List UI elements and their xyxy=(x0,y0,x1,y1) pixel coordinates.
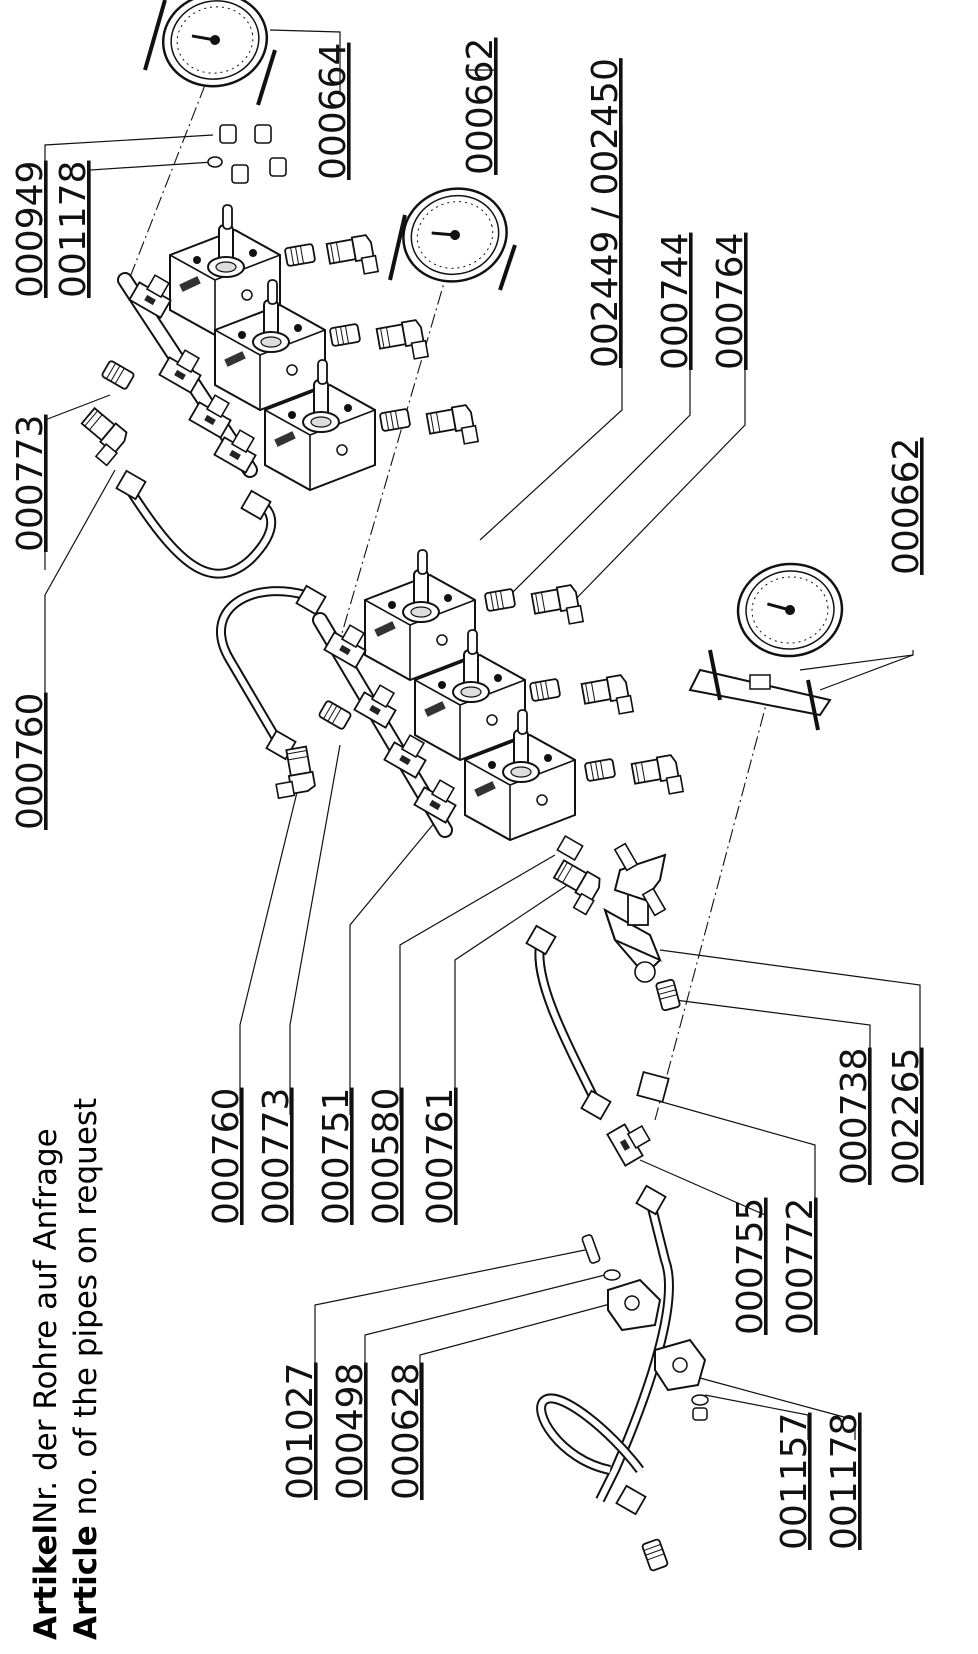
note-line-2: Article no. of the pipes on request xyxy=(68,1098,104,1640)
part-label-000662-right: 000662 xyxy=(886,438,927,575)
part-label-001178-top: 001178 xyxy=(53,161,94,298)
pipe-lower xyxy=(525,924,674,1573)
part-label-000664: 000664 xyxy=(313,43,354,180)
pressure-gauge-middle xyxy=(388,175,519,295)
part-label-000738: 000738 xyxy=(834,1048,875,1185)
pressure-gauge-lower xyxy=(688,558,848,731)
manifold-upper xyxy=(70,269,264,478)
screws-top xyxy=(207,124,287,184)
part-label-002449-002450: 002449 / 002450 xyxy=(585,58,626,368)
part-label-000755: 000755 xyxy=(730,1198,771,1335)
part-label-000744: 000744 xyxy=(655,233,696,370)
part-label-000949: 000949 xyxy=(10,161,51,298)
part-label-002265: 002265 xyxy=(886,1048,927,1185)
part-label-000761: 000761 xyxy=(420,1088,461,1225)
part-label-000580: 000580 xyxy=(366,1088,407,1225)
part-label-000773-top: 000773 xyxy=(10,415,51,552)
part-label-000760-top: 000760 xyxy=(10,693,51,830)
part-label-001178-bottom: 001178 xyxy=(824,1413,865,1550)
part-label-000773-mid: 000773 xyxy=(256,1088,297,1225)
shutoff-valve xyxy=(545,834,682,1104)
part-label-001157: 001157 xyxy=(774,1413,815,1550)
pipe-clamps xyxy=(581,1234,709,1421)
pipe-upper xyxy=(115,469,353,800)
part-label-000760-mid: 000760 xyxy=(206,1088,247,1225)
part-label-000662-top: 000662 xyxy=(460,38,501,175)
part-label-001027: 001027 xyxy=(280,1363,321,1500)
pressure-gauge-top xyxy=(143,0,277,106)
part-label-000764: 000764 xyxy=(710,233,751,370)
note-line-1: ArtikelNr. der Rohre auf Anfrage xyxy=(28,1128,64,1640)
part-label-000498: 000498 xyxy=(330,1363,371,1500)
valve-block-middle-1 xyxy=(364,549,476,681)
manifold-middle xyxy=(312,612,464,838)
part-label-000772: 000772 xyxy=(780,1198,821,1335)
part-label-000628: 000628 xyxy=(386,1363,427,1500)
part-label-000751: 000751 xyxy=(316,1088,357,1225)
